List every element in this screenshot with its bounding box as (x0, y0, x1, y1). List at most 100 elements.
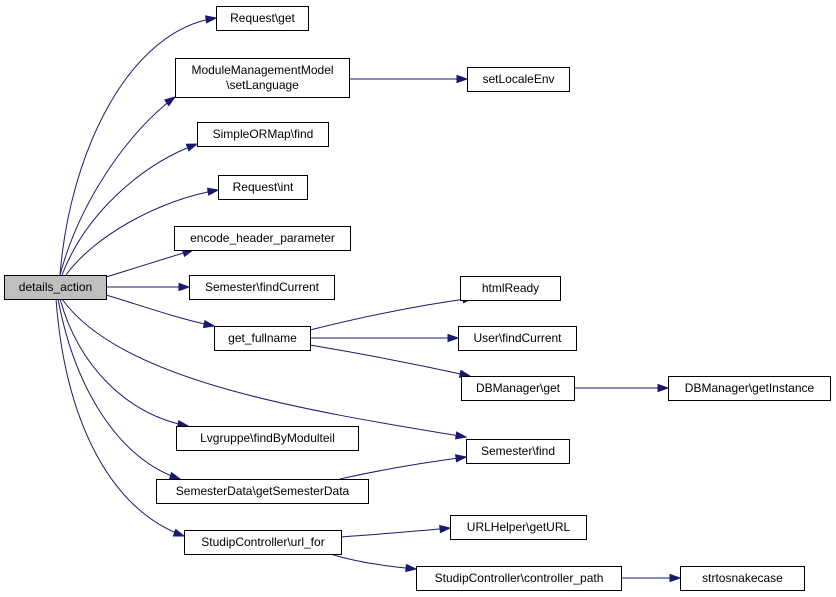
edge-line (55, 298, 185, 537)
function-node[interactable]: ModuleManagementModel\setLanguage (175, 58, 350, 98)
node-box[interactable] (466, 439, 570, 464)
edge-line (105, 249, 194, 278)
edge-n0-to-n14 (61, 298, 468, 440)
edge-n2-to-n3 (349, 74, 469, 84)
edge-line (59, 298, 189, 427)
function-node[interactable]: DBManager\getInstance (668, 376, 831, 401)
function-node[interactable]: User\findCurrent (458, 326, 577, 351)
edges-layer (55, 15, 682, 583)
edge-line (309, 297, 474, 331)
edge-arrowhead (405, 563, 418, 573)
edge-n0-to-n5 (65, 187, 220, 276)
edge-n15-to-n14 (339, 454, 468, 480)
edge-line (61, 143, 198, 276)
edge-n16-to-n18 (329, 553, 418, 573)
edge-arrowhead (168, 471, 182, 480)
node-label: setLocaleEnv (482, 72, 554, 86)
edge-line (57, 298, 181, 480)
edge-n16-to-n17 (340, 524, 452, 538)
function-node[interactable]: StudipController\controller_path (416, 566, 622, 591)
node-box[interactable] (176, 426, 359, 451)
function-node[interactable]: URLHelper\getURL (450, 515, 587, 540)
edge-line (309, 344, 471, 377)
edge-arrowhead (439, 524, 452, 534)
node-box[interactable] (467, 67, 570, 92)
edge-arrowhead (185, 143, 199, 152)
function-node[interactable]: Lvgruppe\findByModulteil (176, 426, 359, 451)
function-node[interactable]: Semester\findCurrent (189, 275, 335, 300)
node-label: ModuleManagementModel (191, 63, 333, 77)
function-node[interactable]: Semester\find (466, 439, 570, 464)
node-box[interactable] (668, 376, 831, 401)
function-node[interactable]: DBManager\get (461, 376, 575, 401)
node-box[interactable] (461, 376, 575, 401)
node-label: StudipController\url_for (201, 535, 324, 549)
edge-n8-to-n11 (309, 344, 472, 378)
node-label: URLHelper\getURL (467, 520, 571, 534)
node-box[interactable] (156, 479, 369, 504)
node-box[interactable] (175, 58, 350, 98)
edge-n8-to-n10 (310, 333, 460, 343)
edge-n8-to-n9 (309, 295, 475, 331)
function-node[interactable]: StudipController\url_for (184, 530, 342, 555)
function-node[interactable]: get_fullname (214, 326, 311, 351)
node-label: StudipController\controller_path (435, 571, 604, 585)
node-label: Lvgruppe\findByModulteil (200, 431, 335, 445)
root-node[interactable]: details_action (4, 275, 107, 300)
edge-arrowhead (163, 96, 177, 107)
edge-n0-to-n1 (59, 15, 218, 276)
node-label: encode_header_parameter (190, 231, 335, 245)
node-label: User\findCurrent (473, 331, 562, 345)
node-label: strtosnakecase (702, 571, 783, 585)
function-node[interactable]: SimpleORMap\find (197, 122, 329, 147)
node-label: get_fullname (228, 331, 297, 345)
node-box[interactable] (189, 275, 335, 300)
edge-arrowhead (202, 319, 216, 329)
edge-n0-to-n15 (57, 298, 182, 480)
edge-n0-to-n6 (105, 249, 195, 278)
node-label: Request\int (233, 180, 294, 194)
edge-arrowhead (657, 383, 670, 393)
edge-arrowhead (669, 573, 682, 583)
edge-arrowhead (447, 333, 460, 343)
function-node[interactable]: strtosnakecase (680, 566, 805, 591)
node-box[interactable] (174, 226, 351, 251)
node-label: Semester\find (481, 444, 555, 458)
node-box[interactable] (450, 515, 587, 540)
edge-n0-to-n8 (105, 294, 216, 329)
node-box[interactable] (197, 122, 329, 147)
node-label: SimpleORMap\find (213, 127, 314, 141)
node-label: \setLanguage (226, 78, 299, 92)
node-box[interactable] (218, 175, 308, 200)
nodes-layer: details_action Request\getModuleManagemen… (4, 6, 831, 591)
node-label: htmlReady (482, 281, 539, 295)
edge-n18-to-n19 (621, 573, 682, 583)
edge-n0-to-n4 (61, 143, 199, 276)
node-box[interactable] (458, 326, 577, 351)
function-node[interactable]: setLocaleEnv (467, 67, 570, 92)
edge-arrowhead (206, 187, 220, 196)
edge-arrowhead (205, 15, 218, 24)
node-label: SemesterData\getSemesterData (176, 484, 350, 498)
node-box[interactable] (4, 275, 107, 300)
function-node[interactable]: Request\get (216, 6, 309, 31)
node-box[interactable] (216, 6, 309, 31)
function-node[interactable]: Request\int (218, 175, 308, 200)
edge-arrowhead (172, 528, 186, 537)
edge-line (339, 456, 467, 480)
node-box[interactable] (184, 530, 342, 555)
node-box[interactable] (460, 276, 561, 301)
function-node[interactable]: encode_header_parameter (174, 226, 351, 251)
function-node[interactable]: htmlReady (460, 276, 561, 301)
node-box[interactable] (214, 326, 311, 351)
edge-arrowhead (456, 74, 469, 84)
node-label: details_action (19, 280, 92, 294)
node-label: Semester\findCurrent (205, 280, 320, 294)
edge-line (59, 17, 217, 276)
edge-line (61, 298, 467, 438)
node-box[interactable] (416, 566, 622, 591)
node-box[interactable] (680, 566, 805, 591)
edge-arrowhead (178, 282, 191, 292)
function-node[interactable]: SemesterData\getSemesterData (156, 479, 369, 504)
